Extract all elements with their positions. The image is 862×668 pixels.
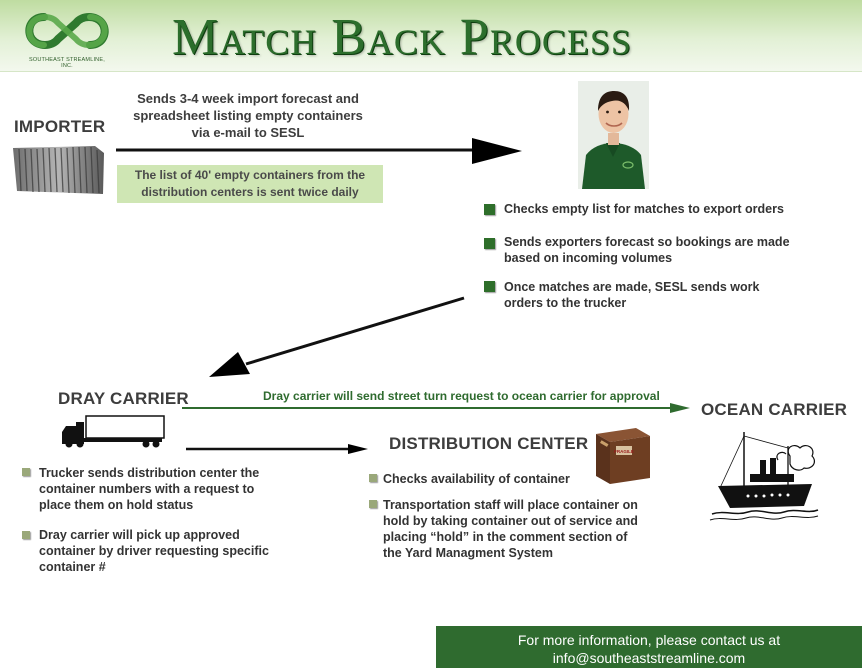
ocean-carrier-label: OCEAN CARRIER (701, 400, 848, 419)
importer-note: The list of 40' empty containers from th… (117, 165, 383, 203)
logo-text: SOUTHEAST STREAMLINE, INC. (29, 57, 105, 69)
sesl-bullet-3: Once matches are made, SESL sends work o… (504, 280, 760, 310)
dray-to-ocean-arrow (182, 403, 690, 413)
ship-icon (708, 430, 820, 524)
bullet-square-icon (484, 281, 495, 292)
importer-label: IMPORTER (14, 117, 106, 136)
bullet-square-icon (369, 474, 377, 482)
sesl-to-dray-arrow (209, 296, 465, 377)
bullet-square-icon (22, 468, 30, 476)
distribution-bullet-2: Transportation staff will place containe… (383, 498, 638, 560)
logo-infinity-icon (25, 13, 109, 49)
bullet-square-icon (22, 531, 30, 539)
sesl-bullet-1: Checks empty list for matches to export … (504, 202, 784, 216)
box-icon: FRAGILE (592, 424, 652, 486)
bullet-square-icon (369, 500, 377, 508)
dray-to-distribution-arrow (186, 444, 368, 454)
footer-email-link[interactable]: info@southeaststreamline.com (552, 650, 746, 666)
importer-send-text: Sends 3-4 week import forecast and sprea… (133, 91, 363, 140)
fragile-label: FRAGILE (614, 449, 634, 454)
dray-bullet-2: Dray carrier will pick up approved conta… (39, 528, 269, 574)
containers-icon (13, 145, 105, 195)
street-turn-text: Dray carrier will send street turn reque… (263, 389, 660, 403)
contact-footer: For more information, please contact us … (436, 626, 862, 668)
sesl-staff-photo (578, 81, 649, 189)
header-banner: SOUTHEAST STREAMLINE, INC. Match Back Pr… (0, 0, 862, 72)
footer-line-1: For more information, please contact us … (517, 632, 781, 648)
bullet-square-icon (484, 238, 495, 249)
dray-bullet-1: Trucker sends distribution center the co… (39, 466, 260, 512)
sesl-bullet-2: Sends exporters forecast so bookings are… (504, 235, 790, 265)
company-logo: SOUTHEAST STREAMLINE, INC. (24, 9, 110, 69)
truck-icon (60, 414, 166, 448)
bullet-square-icon (484, 204, 495, 215)
dray-carrier-label: DRAY CARRIER (58, 389, 189, 408)
distribution-center-label: DISTRIBUTION CENTER (389, 434, 589, 453)
importer-to-sesl-arrow (116, 138, 522, 164)
distribution-bullet-1: Checks availability of container (383, 472, 570, 486)
page-title: Match Back Process (172, 9, 632, 66)
